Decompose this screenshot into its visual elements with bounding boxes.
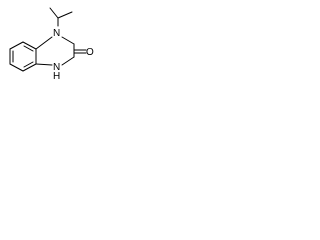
bond-ring-b-n1-c4a — [35, 63, 53, 66]
atom-n1: N — [53, 62, 60, 73]
bond-ring-a-double-3 — [23, 45, 34, 52]
bond-ring-b-c8a-n4 — [35, 36, 53, 50]
bond-ring-a-5 — [22, 41, 37, 50]
bond-ring-b-c2-n1 — [61, 56, 75, 66]
bond-ring-b-n4-c3 — [61, 36, 75, 45]
atom-n4: N — [53, 28, 60, 39]
bond-ring-a-double-2 — [23, 61, 34, 68]
bonds — [9, 7, 87, 72]
bond-ring-a-6 — [9, 41, 24, 50]
bond-ring-a-2 — [9, 63, 24, 72]
bond-ring-a-3 — [22, 63, 37, 72]
bond-isopropyl-left — [49, 7, 59, 19]
atom-h1: H — [53, 71, 60, 82]
molecule-structure: N N H O — [9, 7, 94, 82]
bond-isopropyl-right — [57, 11, 73, 19]
atom-o: O — [86, 47, 94, 58]
